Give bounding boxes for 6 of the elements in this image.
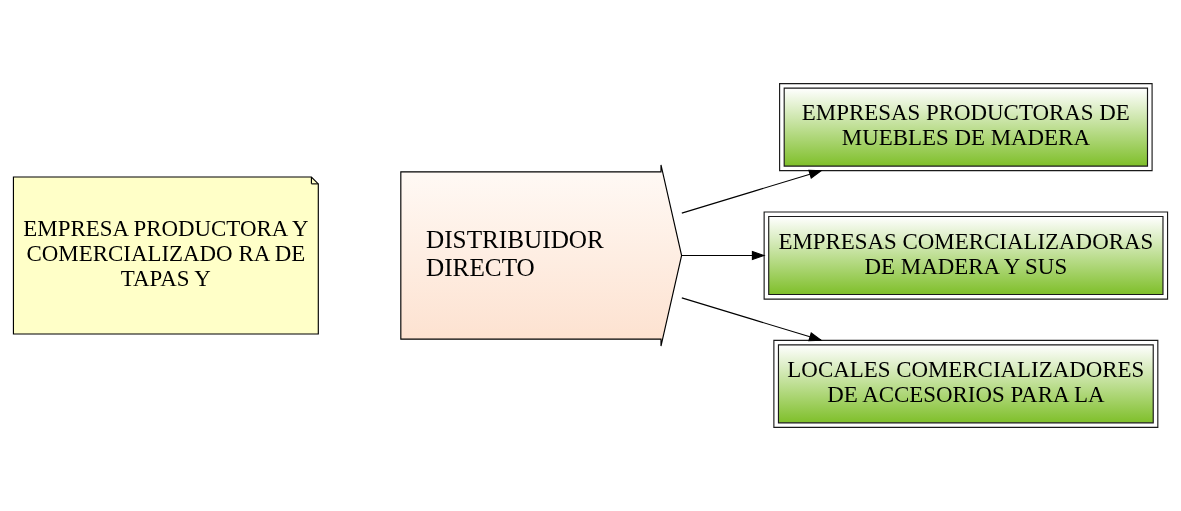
node-box: EMPRESAS PRODUCTORAS DE MUEBLES DE MADERA (779, 83, 1153, 172)
arrow (681, 297, 823, 342)
arrow (681, 169, 823, 214)
arrow (681, 250, 766, 261)
node-box: EMPRESAS COMERCIALIZADORAS DE MADERA Y SUS (763, 211, 1169, 300)
node-box: LOCALES COMERCIALIZADORES DE ACCESORIOS PARA LA (773, 339, 1159, 428)
